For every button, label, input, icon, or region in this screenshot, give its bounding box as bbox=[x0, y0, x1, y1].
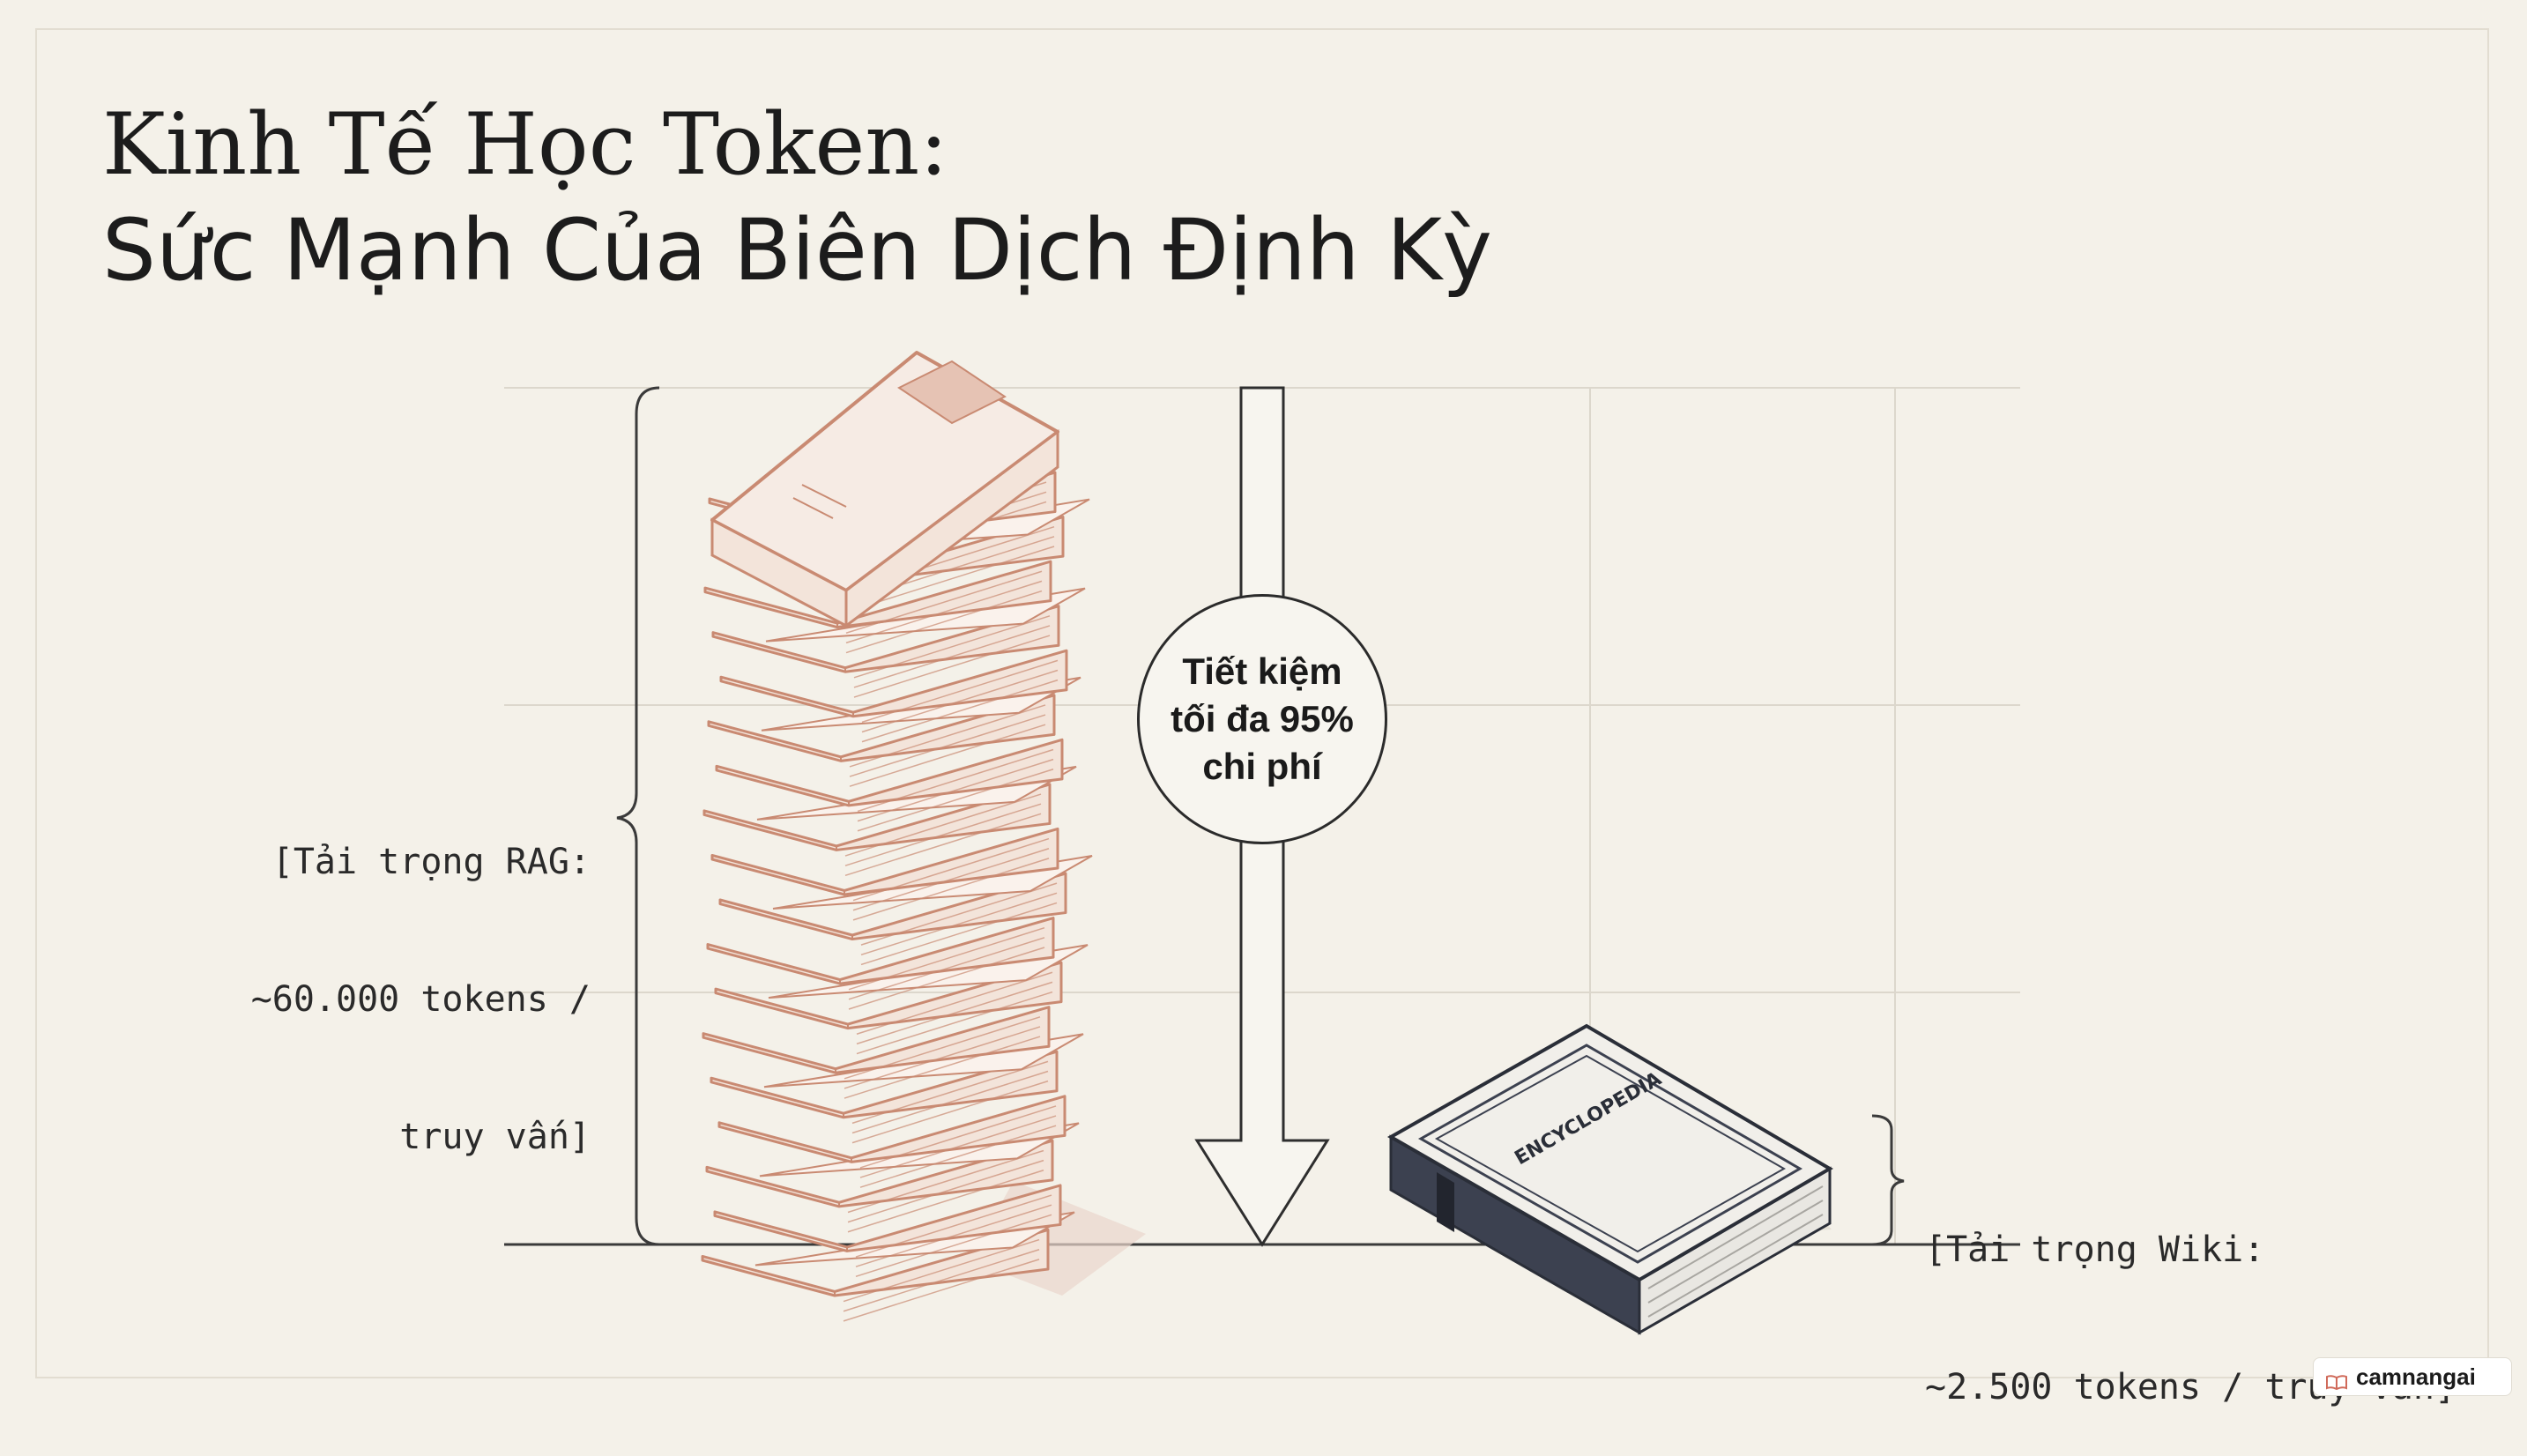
book-logo-icon bbox=[2326, 1369, 2347, 1391]
savings-line-1: Tiết kiệm bbox=[1182, 650, 1342, 692]
savings-badge: Tiết kiệm tối đa 95% chi phí bbox=[1137, 594, 1387, 844]
wiki-load-label: [Tải trọng Wiki: ~2.500 tokens / truy vấ… bbox=[1925, 1135, 2456, 1456]
savings-line-3: chi phí bbox=[1202, 746, 1322, 787]
wiki-label-line-1: [Tải trọng Wiki: bbox=[1925, 1229, 2265, 1270]
rag-label-line-2: ~60.000 tokens / bbox=[250, 979, 591, 1020]
encyclopedia-book-icon: ENCYCLOPEDIA bbox=[1386, 1023, 1833, 1335]
rag-load-label: [Tải trọng RAG: ~60.000 tokens / truy vấ… bbox=[251, 747, 591, 1206]
slide-frame bbox=[35, 28, 2489, 1378]
rag-bracket bbox=[616, 386, 660, 1246]
book-stack-icon bbox=[701, 351, 1146, 1322]
rag-label-line-3: truy vấn] bbox=[399, 1117, 591, 1157]
page-title: Kinh Tế Học Token: Sức Mạnh Của Biên Dịc… bbox=[102, 92, 1492, 303]
title-line-1: Kinh Tế Học Token: bbox=[102, 95, 948, 194]
savings-line-2: tối đa 95% bbox=[1171, 698, 1354, 739]
brand-badge[interactable]: camnangai bbox=[2313, 1357, 2512, 1396]
wiki-bracket bbox=[1871, 1114, 1905, 1246]
brand-name: camnangai bbox=[2356, 1363, 2476, 1390]
title-line-2: Sức Mạnh Của Biên Dịch Định Kỳ bbox=[102, 201, 1492, 300]
rag-label-line-1: [Tải trọng RAG: bbox=[271, 842, 591, 882]
token-economics-illustration: ENCYCLOPEDIA bbox=[504, 351, 2020, 1335]
